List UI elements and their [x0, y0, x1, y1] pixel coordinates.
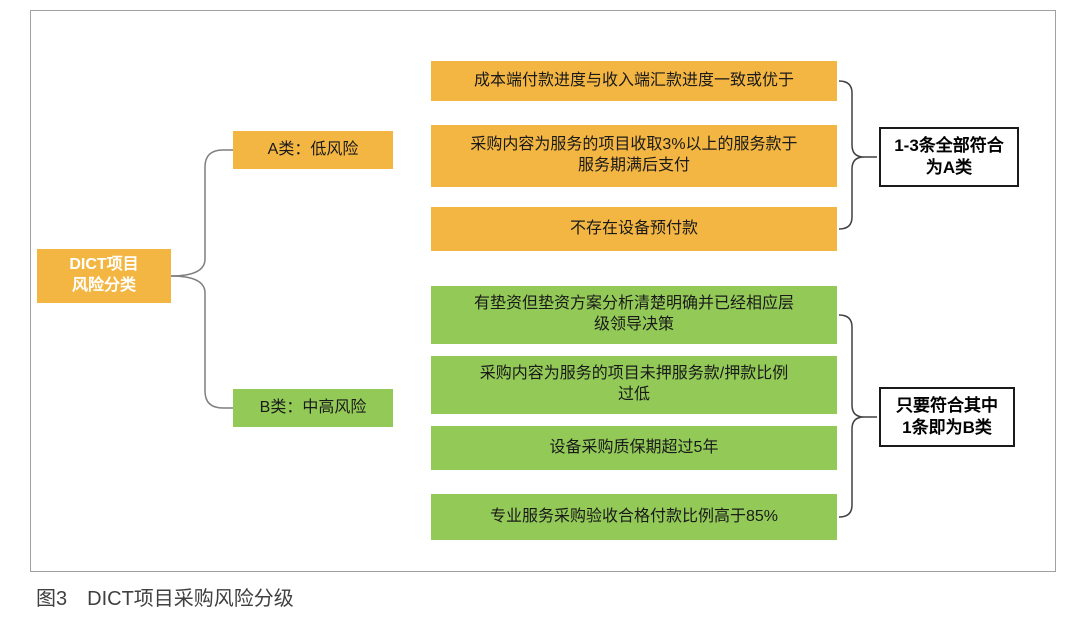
criterion-b3: 设备采购质保期超过5年	[431, 426, 837, 470]
branch-a-node: A类：低风险	[233, 131, 393, 169]
figure-title: DICT项目采购风险分级	[87, 588, 294, 610]
group-a-bracket	[838, 80, 877, 230]
rule-b-label: 只要符合其中 1条即为B类	[879, 387, 1015, 447]
figure-caption: 图3 DICT项目采购风险分级	[36, 582, 294, 611]
criterion-b1: 有垫资但垫资方案分析清楚明确并已经相应层 级领导决策	[431, 286, 837, 344]
criterion-b2: 采购内容为服务的项目未押服务款/押款比例 过低	[431, 356, 837, 414]
root-to-branch-b-line	[170, 275, 233, 409]
root-to-branch-a-line	[170, 149, 233, 277]
criterion-b4: 专业服务采购验收合格付款比例高于85%	[431, 494, 837, 540]
group-b-bracket	[838, 314, 877, 518]
criterion-a2: 采购内容为服务的项目收取3%以上的服务款于 服务期满后支付	[431, 125, 837, 187]
root-node: DICT项目 风险分类	[37, 249, 171, 303]
diagram-frame: DICT项目 风险分类 A类：低风险 B类：中高风险 成本端付款进度与收入端汇款…	[30, 10, 1056, 572]
rule-a-label: 1-3条全部符合 为A类	[879, 127, 1019, 187]
criterion-a1: 成本端付款进度与收入端汇款进度一致或优于	[431, 61, 837, 101]
branch-b-node: B类：中高风险	[233, 389, 393, 427]
criterion-a3: 不存在设备预付款	[431, 207, 837, 251]
figure-number: 图3	[36, 588, 68, 610]
